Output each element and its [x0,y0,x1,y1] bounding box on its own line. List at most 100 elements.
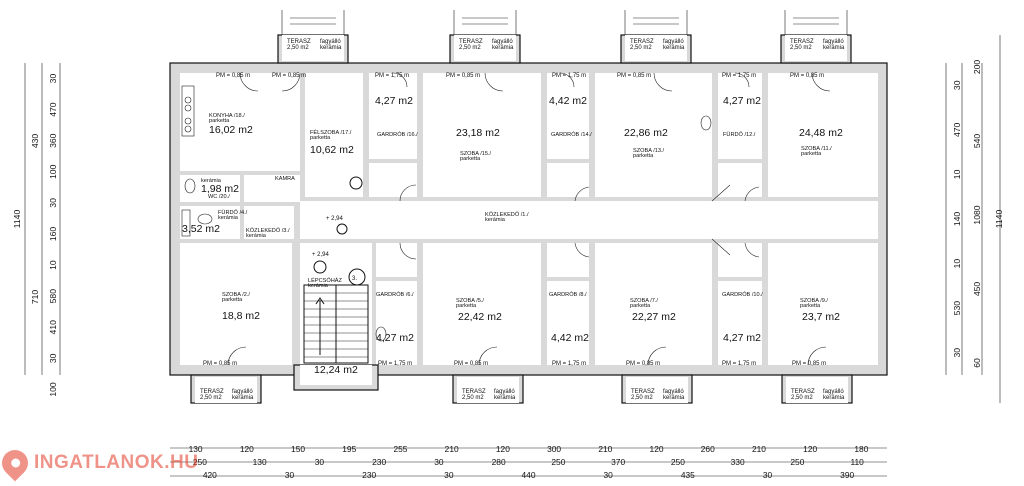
dimension-label: 430 [30,134,40,149]
dimension-label: 10 [952,259,962,269]
terrace-name: TERASZ [631,389,655,395]
room-szoba-15: 23,18 m2 SZOBA /15./ parketta [456,127,500,162]
room-floor: parketta [222,297,243,303]
dimension-label: 30 [48,353,58,363]
dimension-label: 120 [650,444,664,454]
room-area: 22,42 m2 [458,311,502,323]
dimension-lines [24,35,1001,477]
room-area: 3,52 m2 [182,223,220,235]
dimension-label: 100 [48,164,58,179]
room-floor: parketta [209,118,230,124]
dimension-label: 410 [48,320,58,335]
room-name: SZOBA /7./ [630,298,658,304]
dimension-label: 200 [972,60,982,75]
room-area: 16,02 m2 [209,124,253,136]
dimension-label: 210 [752,444,766,454]
room-area: 4,42 m2 [549,95,587,107]
dimension-label: 30 [315,457,325,467]
pm-label: PM = 0,85 m [272,73,306,79]
room-floor: kerámia [485,217,506,223]
dimension-label: 230 [362,470,376,480]
room-gardrob-16: 4,27 m2 GARDRÓB /16./ [375,95,418,138]
level-marker: + 2,94 [312,252,330,258]
dimension-label: 420 [203,470,217,480]
terrace-area: 2,50 m2 [631,395,653,401]
dimension-label: 540 [972,134,982,149]
pm-label: PM = 0,85 m [203,361,237,367]
location-pin-icon [0,444,34,482]
room-kozlekedo-1: KÖZLEKEDŐ /1./ kerámia [485,211,529,223]
room-floor: parketta [310,135,331,141]
terraces [190,10,853,404]
dimension-label: 255 [393,444,407,454]
room-floor: parketta [633,153,654,159]
dimension-label: 250 [790,457,804,467]
terrace-floor: fagyálló [320,39,341,45]
room-name: SZOBA /11./ [801,146,832,152]
room-szoba-7: SZOBA /7./ parketta 22,27 m2 [630,298,676,323]
dimension-label: 710 [30,290,40,305]
terrace-area: 2,50 m2 [287,45,309,51]
dimension-label: 30 [48,74,58,84]
room-area: 23,18 m2 [456,127,500,139]
room-gardrob-10: GARDRÓB /10./ 4,27 m2 [722,291,763,344]
terrace-name: TERASZ [630,39,654,45]
room-name: FÜRDŐ /4./ [218,209,248,216]
dimension-label: 120 [496,444,510,454]
ingatlanok-logo: INGATLANOK.HU [0,444,200,482]
room-name: SZOBA /15./ [460,151,492,157]
room-area: 22,27 m2 [632,311,676,323]
dimension-label: 30 [444,470,454,480]
terrace-name: TERASZ [462,389,486,395]
dimension-label: 580 [48,289,58,304]
room-area: 18,8 m2 [222,310,260,322]
pm-label: PM = 1,75 m [722,73,756,79]
terrace-name: TERASZ [200,389,224,395]
room-name: GARDRÓB /6./ [376,291,414,298]
dimension-label: 120 [240,444,254,454]
pm-label: PM = 0,85 m [446,73,480,79]
dimension-label: 110 [850,457,864,467]
dimension-label: 150 [291,444,305,454]
room-name: GARDRÓB /14./ [551,131,592,138]
dimension-label: 30 [604,470,614,480]
room-kozlekedo-3: KÖZLEKEDŐ /3./ kerámia [246,227,290,239]
room-name: KÖZLEKEDŐ /3./ [246,227,290,234]
terrace-name: TERASZ [459,39,483,45]
terrace-name: TERASZ [287,39,311,45]
pm-label: PM = 0,85 m [792,361,826,367]
building-walls [169,62,888,376]
dimension-label: 130 [253,457,267,467]
pm-label: PM = 1,75 m [722,361,756,367]
room-area: 4,27 m2 [723,95,761,107]
room-name: FÜRDŐ /12./ [723,131,756,138]
room-floor: kerámia [201,178,222,184]
room-name: SZOBA /2./ [222,292,250,298]
dimension-label: 30 [48,198,58,208]
room-floor: parketta [630,303,651,309]
terrace-area: 2,50 m2 [462,395,484,401]
room-area: 4,27 m2 [375,95,413,107]
dimension-label: 230 [372,457,386,467]
room-area: 10,62 m2 [310,144,354,156]
room-name: FÉLSZOBA /17./ [310,129,352,136]
dimension-label: 250 [671,457,685,467]
room-name: GARDRÓB /8./ [549,291,587,298]
pm-label: PM = 0,85 m [617,73,651,79]
pm-label: PM = 0,85 m [454,361,488,367]
terrace-labels: TERASZ 2,50 m2 fagyálló kerámia TERASZ 2… [200,39,845,401]
terrace-floor: fagyálló [823,39,844,45]
terrace-floor: fagyálló [823,389,844,395]
terrace-floor: fagyálló [232,389,253,395]
terrace-floor: kerámia [320,45,342,51]
room-gardrob-14: 4,42 m2 GARDRÓB /14./ [549,95,592,138]
dimension-label: 30 [952,348,962,358]
dimension-label: 1080 [972,205,982,224]
dimension-label: 140 [952,212,962,227]
